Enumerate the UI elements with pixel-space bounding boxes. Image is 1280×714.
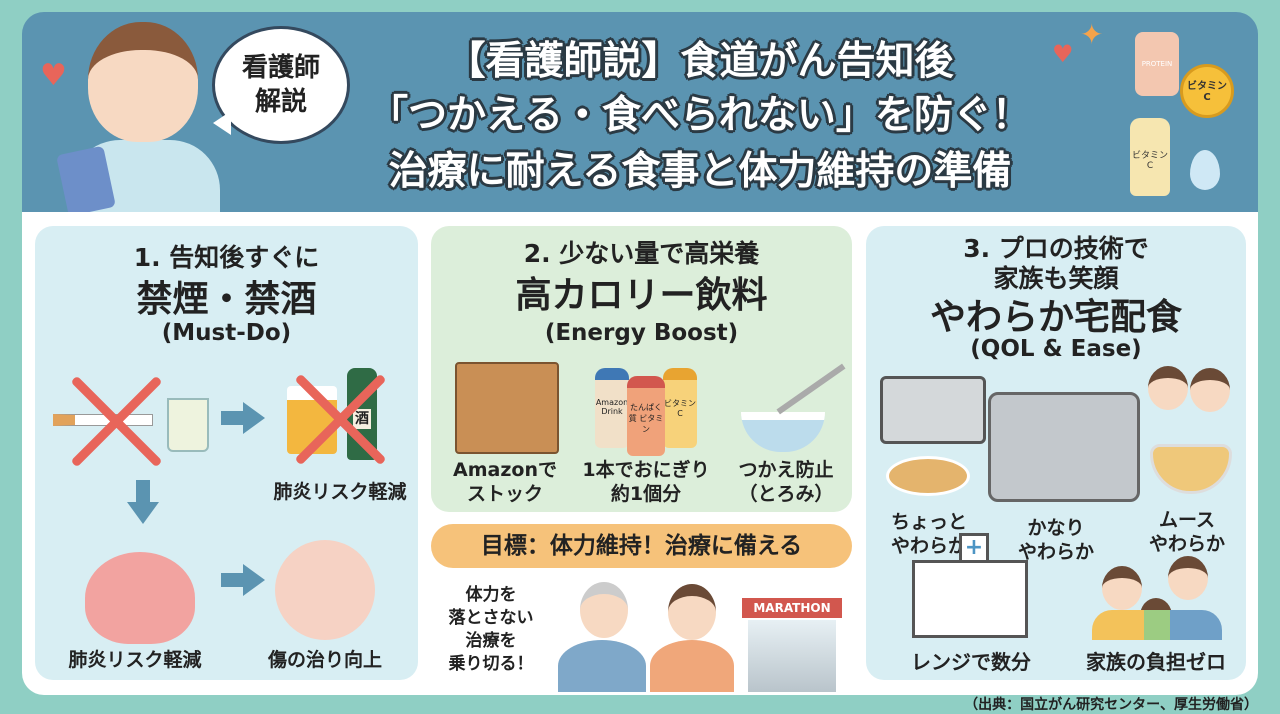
goal-text: 治療を <box>465 631 517 651</box>
panel-subtitle: 2. 少ない量で高栄養 <box>523 239 760 268</box>
vitamin-coin-icon: ビタミン C <box>1180 64 1234 118</box>
title-line-3: 治療に耐える食事と体力維持の準備 <box>388 149 1012 194</box>
spoon-icon <box>776 363 846 415</box>
healing-wound-icon <box>275 540 375 640</box>
title-line-2: 「つかえる・食べられない」を防ぐ！ <box>369 93 1031 138</box>
shaker-label: PROTEIN <box>1141 60 1173 68</box>
panel-subtitle: 3. プロの技術で <box>963 234 1149 263</box>
panel-subtitle: 1. 告知後すぐに <box>133 243 320 272</box>
panel-tag: (QOL & Ease) <box>970 336 1142 362</box>
elderly-man-illustration <box>558 640 646 692</box>
sparkle-icon: ✦ <box>1080 18 1104 51</box>
glass-icon <box>167 398 209 452</box>
softness-label: やわらか <box>1017 541 1094 563</box>
elderly-man-face-icon <box>580 582 628 638</box>
benefit-label: 家族の負担ゼロ <box>1086 650 1226 674</box>
bubble-line: 解説 <box>254 87 307 117</box>
title-line-1: 【看護師説】食道がん告知後 <box>446 39 954 84</box>
softness-label: かなり <box>1027 517 1085 539</box>
benefit-label: 傷の治り向上 <box>267 649 382 671</box>
softness-label: ムース <box>1158 509 1216 531</box>
mousse-bowl-icon <box>1150 444 1232 494</box>
marathon-sign-label: MARATHON <box>753 601 831 615</box>
woman-illustration <box>650 640 734 692</box>
softness-label: ちょっと <box>890 511 967 533</box>
drink-bottle-icon: たんぱく質 ビタミン <box>627 376 665 456</box>
protein-shaker-icon: PROTEIN <box>1135 32 1179 96</box>
prohibited-cross-icon <box>57 366 167 476</box>
vitamin-bottle-icon: ビタミン C <box>1130 118 1170 196</box>
soft-food-plate-icon <box>886 456 970 496</box>
panel-subtitle: 家族も笑顔 <box>993 264 1119 293</box>
family-face-icon <box>1168 556 1208 600</box>
source-citation: （出典：国立がん研究センター、厚生労働省） <box>964 697 1258 713</box>
speech-bubble: 看護師解説 <box>212 26 350 144</box>
panel-quit-smoking-drinking: 1. 告知後すぐに 禁煙・禁酒 (Must-Do) 酒 肺炎リスク軽減 肺炎リス… <box>35 226 418 680</box>
item-label: 1本でおにぎり <box>582 459 710 481</box>
meal-tray-icon <box>988 392 1140 502</box>
bubble-line: 看護師 <box>241 53 320 83</box>
panel-high-calorie-drinks: 2. 少ない量で高栄養 高カロリー飲料 (Energy Boost) Amazo… <box>431 226 852 512</box>
item-label: 約1個分 <box>610 483 682 505</box>
coin-label: ビタミン C <box>1187 81 1227 103</box>
panel-tag: (Must-Do) <box>161 320 292 346</box>
goal-text: 乗り切る！ <box>448 654 534 674</box>
panel-title: 高カロリー飲料 <box>515 275 768 316</box>
arrow-right-icon <box>221 402 281 434</box>
item-label: ストック <box>466 483 543 505</box>
benefit-label: 肺炎リスク軽減 <box>68 649 202 671</box>
couple-face-icon <box>1190 368 1230 412</box>
goal-banner: 目標：体力維持！治療に備える <box>431 524 852 568</box>
water-drop-icon <box>1190 150 1220 190</box>
family-illustration <box>1092 610 1222 640</box>
family-face-icon <box>1102 566 1142 610</box>
heart-icon: ♥ <box>40 58 67 93</box>
nurse-face-icon <box>88 22 198 142</box>
item-label: つかえ防止 <box>738 459 834 481</box>
panel-title: 禁煙・禁酒 <box>136 279 317 320</box>
panel-soft-meal-delivery: 3. プロの技術で家族も笑顔 やわらか宅配食 (QOL & Ease) ちょっと… <box>866 226 1246 680</box>
softness-label: やわらか <box>890 535 967 557</box>
goal-text: 体力を <box>465 585 517 605</box>
hospital-icon: + <box>912 533 1028 638</box>
panel-title: やわらか宅配食 <box>929 297 1182 338</box>
couple-face-icon <box>1148 366 1188 410</box>
heart-icon: ♥ <box>1052 40 1074 68</box>
panel-tag: (Energy Boost) <box>544 320 739 346</box>
prohibited-cross-icon <box>281 364 391 474</box>
runners-illustration <box>748 620 836 692</box>
marathon-sign: MARATHON <box>742 598 842 618</box>
woman-face-icon <box>668 584 716 640</box>
benefit-label: 肺炎リスク軽減 <box>273 481 407 503</box>
softness-label: やわらか <box>1148 533 1225 555</box>
benefit-label: レンジで数分 <box>911 650 1031 674</box>
bottle-label: ビタミン C <box>664 399 696 418</box>
bottle-label: ビタミン C <box>1131 151 1168 171</box>
amazon-box-icon <box>455 362 559 454</box>
bottle-label: たんぱく質 ビタミン <box>628 403 664 434</box>
drink-bottle-icon: Amazon Drink <box>595 368 629 448</box>
arrow-right-icon <box>221 564 281 596</box>
microwave-icon <box>880 376 986 444</box>
drink-bottle-icon: ビタミン C <box>663 368 697 448</box>
goal-text: 落とさない <box>448 608 534 628</box>
thickened-bowl-icon <box>741 412 825 452</box>
lungs-icon <box>85 552 195 644</box>
item-label: （とろみ） <box>738 483 834 505</box>
arrow-down-icon <box>127 480 159 540</box>
item-label: Amazonで <box>453 459 557 481</box>
bottle-label: Amazon Drink <box>595 398 629 416</box>
